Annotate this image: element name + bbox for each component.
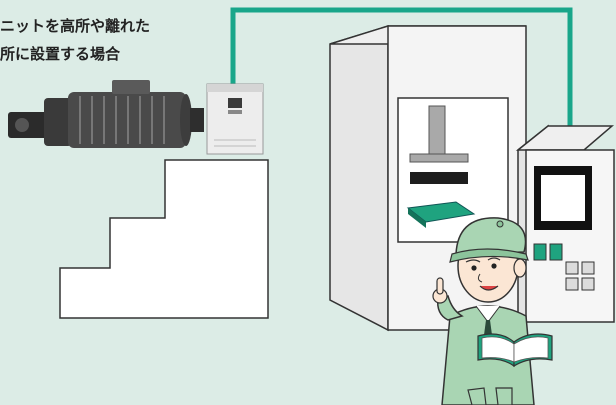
connection-cable — [230, 7, 573, 150]
inverter-icon — [206, 83, 264, 155]
engineer-character-icon — [432, 217, 553, 405]
caption-line-1: ニットを高所や離れた — [0, 17, 151, 35]
caption: ニットを高所や離れた 所に設置する場合 — [0, 12, 200, 68]
stepped-platform — [59, 159, 269, 319]
caption-line-2: 所に設置する場合 — [0, 45, 121, 63]
open-book-icon — [477, 333, 553, 368]
press-machine-icon — [329, 24, 615, 332]
motor-pump-unit-icon — [8, 80, 204, 148]
